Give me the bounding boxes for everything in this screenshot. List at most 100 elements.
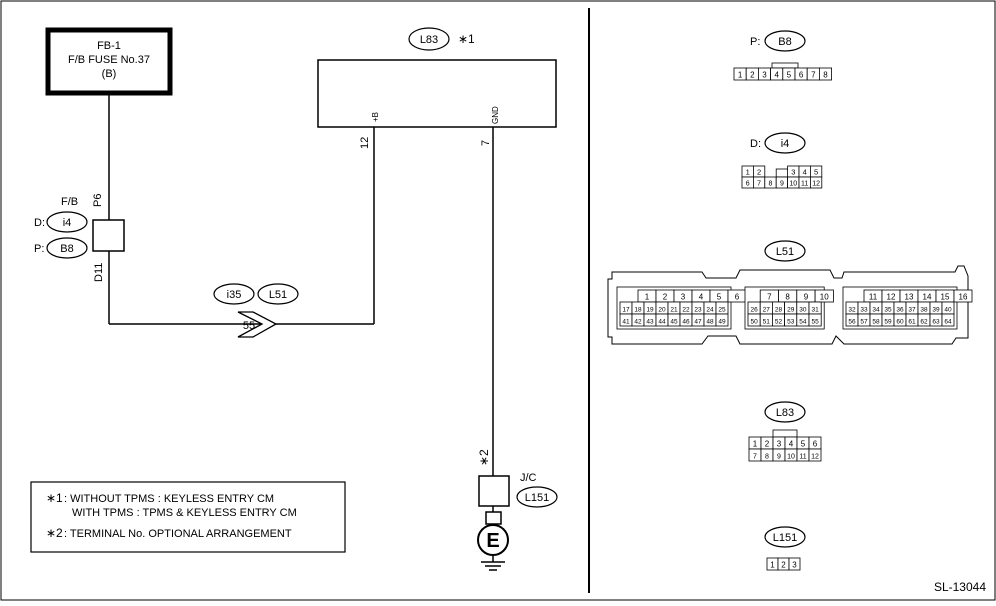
i4-pin-6: 6: [746, 181, 750, 188]
module-pin-gnd-no: 7: [480, 140, 492, 146]
i4-key: [775, 168, 789, 178]
fb-p-name: B8: [60, 243, 73, 255]
l51-pin-20: 20: [658, 307, 666, 314]
note1-mark: ∗1: [46, 491, 63, 505]
l151-pin-1: 1: [770, 561, 775, 570]
l51-pin-59: 59: [884, 319, 892, 326]
l151-pin-3: 3: [792, 561, 797, 570]
l51-pin-36: 36: [896, 307, 904, 314]
i4-pin-8: 8: [769, 181, 773, 188]
l51-pin-23: 23: [694, 307, 702, 314]
l51-pin-49: 49: [718, 319, 726, 326]
l51-pin-45: 45: [670, 319, 678, 326]
b8-pin-1: 1: [738, 71, 743, 80]
l51-pin-16-cell: [953, 289, 973, 303]
l51-pin-2: 2: [663, 293, 668, 302]
gnd-stud: [485, 511, 502, 525]
l51-pin-27: 27: [763, 307, 771, 314]
b8-title: B8: [778, 36, 791, 48]
l151-oval: [764, 526, 806, 548]
l51-pin-34: 34: [872, 307, 880, 314]
fb-p-oval: [46, 237, 88, 259]
l51-pin-1: 1: [645, 293, 650, 302]
l51-pin-38: 38: [920, 307, 928, 314]
l51-pin-58: 58: [872, 319, 880, 326]
l151-pin-2: 2: [781, 561, 786, 570]
l83-pin-1: 1: [753, 440, 758, 449]
note2-mark: ∗2: [46, 526, 63, 540]
module-name: L83: [420, 34, 438, 46]
l83-pin-6: 6: [813, 440, 818, 449]
fb-label: F/B: [61, 196, 78, 208]
l51-pin-11: 11: [869, 293, 878, 302]
b8-pin-6: 6: [799, 71, 804, 80]
b8-oval: [764, 30, 806, 52]
i4-pin-4: 4: [803, 168, 807, 177]
l51-pin-57: 57: [860, 319, 868, 326]
l51-pin-56: 56: [848, 319, 856, 326]
note1-line2: WITH TPMS : TPMS & KEYLESS ENTRY CM: [72, 507, 297, 519]
l51-pin-21: 21: [670, 307, 678, 314]
l51-pin-22: 22: [682, 307, 690, 314]
i4-pin-10: 10: [789, 181, 797, 188]
i4-pin-3: 3: [791, 168, 795, 177]
fb-d-name: i4: [63, 217, 72, 229]
i4-pin-7: 7: [757, 181, 761, 188]
module-box: [317, 59, 557, 128]
l51-pin-53: 53: [787, 319, 795, 326]
fuse-box: FB-1 F/B FUSE No.37 (B): [45, 27, 173, 96]
module-pin-gnd-label: GND: [491, 106, 500, 124]
l51-pin-3: 3: [681, 293, 686, 302]
l83-pin-2: 2: [765, 440, 770, 449]
joint-conn1: i35: [227, 289, 242, 301]
l51-pin-64-cell: [941, 313, 955, 327]
l51-pin-5: 5: [717, 293, 722, 302]
i4-prefix: D:: [750, 138, 761, 150]
l83-pin-4: 4: [789, 440, 794, 449]
fb-pin-top: P6: [92, 194, 104, 207]
l51-pin-25: 25: [718, 307, 726, 314]
l51-pin-46: 46: [682, 319, 690, 326]
l51-pin-49-cell: [715, 313, 729, 327]
l51-pin-41: 41: [622, 319, 630, 326]
notes-box: ∗1 : WITHOUT TPMS : KEYLESS ENTRY CM WIT…: [30, 481, 346, 553]
fuse-box-line3: (B): [102, 68, 117, 80]
b8-pin-2: 2: [750, 71, 755, 80]
i4-pin-2: 2: [757, 168, 761, 177]
l51-pin-37: 37: [908, 307, 916, 314]
l51-pin-47: 47: [694, 319, 702, 326]
l51-pin-55-cell: [808, 313, 822, 327]
l51-pin-61: 61: [908, 319, 916, 326]
fb-p-prefix: P:: [34, 243, 44, 255]
l51-pin-43: 43: [646, 319, 654, 326]
b8-pin-8: 8: [823, 71, 828, 80]
l83-latch: [772, 429, 798, 438]
module-note: ∗1: [458, 32, 475, 46]
fb-pin-bottom: D11: [93, 263, 105, 282]
l51-pin-62: 62: [920, 319, 928, 326]
l51-pin-51: 51: [763, 319, 771, 326]
ground-note: ∗2: [477, 449, 491, 466]
l83-oval: [764, 401, 806, 423]
i4-pin-11: 11: [801, 181, 808, 188]
fb-connector-symbol: [92, 219, 125, 252]
fb-d-prefix: D:: [34, 217, 45, 229]
l83-pin-7: 7: [753, 454, 757, 461]
b8-pin-4: 4: [774, 71, 779, 80]
l51-title: L51: [776, 246, 794, 258]
l83-pin-11: 11: [799, 454, 806, 461]
l51-pin-13: 13: [905, 293, 914, 302]
i4-pin-12-cell: [810, 176, 823, 189]
l51-pin-24: 24: [706, 307, 714, 314]
l51-pin-54: 54: [799, 319, 807, 326]
l51-pin-16: 16: [959, 293, 968, 302]
i4-pin-9: 9: [780, 181, 784, 188]
jc-oval: [516, 486, 558, 508]
joint-oval-l51: [257, 283, 299, 305]
l51-pin-29: 29: [787, 307, 795, 314]
l83-pin-12: 12: [811, 454, 819, 461]
diagram-code: SL-13044: [934, 580, 986, 594]
